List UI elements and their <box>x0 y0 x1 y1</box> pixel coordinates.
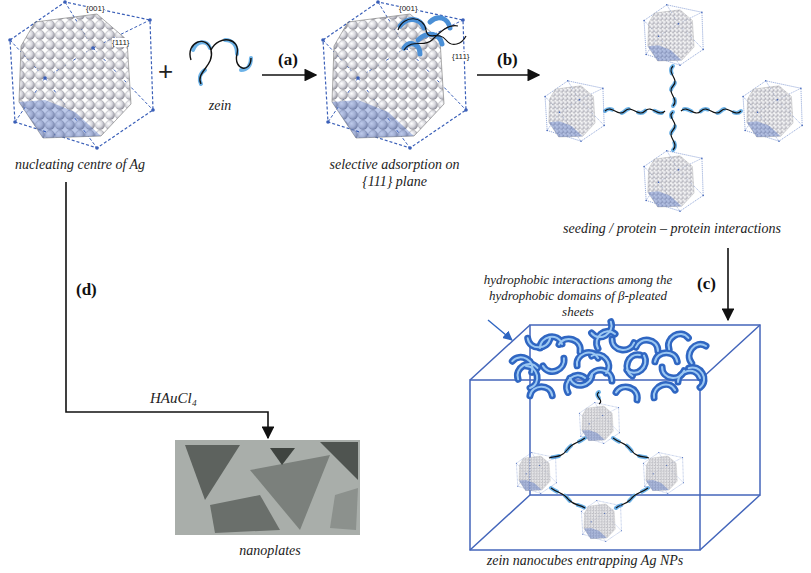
step-label-holder: (b) <box>497 50 518 70</box>
zein-chain <box>190 40 251 84</box>
stage-caption: selective adsorption on {111} plane <box>325 156 465 190</box>
stage-group: selective adsorption on {111} plane <box>312 0 477 205</box>
adsorbed-zein <box>398 18 466 54</box>
step-label: (b) <box>497 50 518 69</box>
miller-index-holder: {001} <box>399 4 418 13</box>
stage-caption: nanoplates <box>170 542 370 559</box>
tem-image <box>175 440 360 535</box>
annotation-note: hydrophobic interactions among the hydro… <box>484 272 672 319</box>
silver-cluster <box>516 452 557 494</box>
silver-cluster <box>643 452 684 494</box>
plus-sign-holder: + <box>158 56 173 87</box>
stage-group: nanoplates <box>170 438 370 566</box>
reagent-label: HAuCl₄ <box>150 390 197 406</box>
miller-index-holder: {111} <box>112 38 130 47</box>
annotation-note-holder: hydrophobic interactions among the hydro… <box>478 272 678 320</box>
seeding-links <box>605 66 741 150</box>
silver-cluster <box>579 402 620 444</box>
step-label: (c) <box>697 274 716 293</box>
stage-caption: zein <box>180 97 260 114</box>
step-label: (a) <box>278 50 298 69</box>
beta-sheet-highlight <box>512 322 708 404</box>
miller-index: {001} <box>86 4 105 13</box>
silver-cluster <box>643 4 704 66</box>
reaction-arrow <box>477 74 539 76</box>
reagent-label-holder: HAuCl₄ <box>150 390 197 407</box>
miller-index: {111} <box>452 52 470 61</box>
reaction-arrow <box>66 182 268 438</box>
silver-cluster <box>544 80 605 142</box>
stage-group: seeding / protein – protein interactions <box>535 0 809 248</box>
miller-index: {001} <box>399 4 418 13</box>
cube-links <box>549 392 649 508</box>
silver-cluster <box>742 80 803 142</box>
reaction-arrow <box>727 248 729 320</box>
stage-group: zein nanocubes entrapping Ag NPs <box>460 320 805 570</box>
silver-cluster <box>8 0 155 150</box>
step-label-holder: (a) <box>278 50 298 70</box>
plus-sign: + <box>158 56 173 86</box>
miller-index-holder: {001} <box>86 4 105 13</box>
leader-line <box>488 320 512 340</box>
beta-sheet-aggregate <box>512 322 708 404</box>
silver-cluster <box>321 0 468 150</box>
stage-caption: nucleating centre of Ag <box>0 156 160 173</box>
stage-group: zein <box>180 25 260 120</box>
step-label: (d) <box>76 280 97 299</box>
reaction-arrow <box>262 74 316 76</box>
miller-index-holder: {111} <box>452 52 470 61</box>
stage-group: nucleating centre of Ag <box>0 0 160 180</box>
step-label-holder: (c) <box>697 274 716 294</box>
stage-caption: zein nanocubes entrapping Ag NPs <box>470 552 700 569</box>
stage-caption: seeding / protein – protein interactions <box>535 220 809 237</box>
step-label-holder: (d) <box>76 280 97 300</box>
silver-cluster <box>643 150 704 212</box>
silver-cluster <box>581 500 622 542</box>
miller-index: {111} <box>112 38 130 47</box>
